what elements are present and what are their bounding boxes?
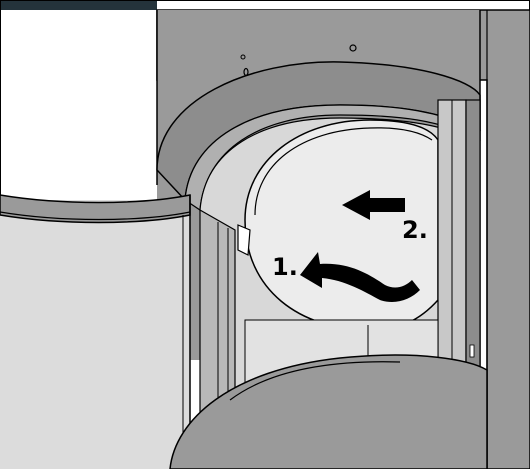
left-cylinder [0, 200, 190, 469]
step-2-label: 2. [402, 216, 428, 244]
header-bar [0, 0, 157, 10]
step-1-label: 1. [272, 253, 298, 281]
left-cylinder-top [0, 195, 190, 223]
cover-tab [238, 225, 250, 255]
